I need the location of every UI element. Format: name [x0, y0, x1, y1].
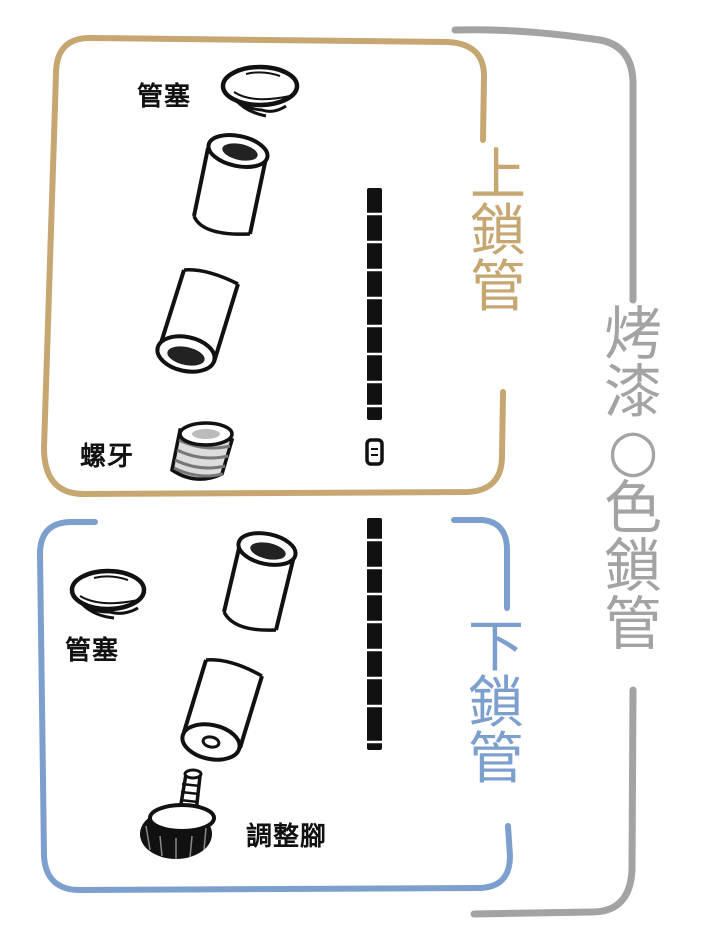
pole-icon — [367, 518, 382, 750]
pole-icon — [365, 188, 384, 466]
upper-title-char: 鎖 — [470, 199, 526, 264]
upper-title-char: 管 — [470, 255, 526, 320]
tube-icon — [192, 133, 270, 236]
upper-group-title: 上 鎖 管 — [470, 148, 526, 316]
upper-group-frame — [40, 34, 506, 498]
side-title: 烤 漆 ○ 色 鎖 管 — [604, 305, 662, 653]
side-title-char: 色 — [604, 474, 663, 542]
upper-title-char: 上 — [470, 143, 526, 208]
lower-group-frame — [36, 517, 514, 894]
tube-icon — [222, 531, 298, 632]
pipe-cap-icon — [69, 568, 147, 620]
lower-title-char: 鎖 — [468, 671, 524, 736]
lower-group-title: 下 鎖 管 — [468, 620, 524, 788]
side-title-char: 烤 — [604, 300, 663, 368]
side-title-char: 鎖 — [604, 532, 663, 600]
foot-label: 調整腳 — [246, 822, 328, 852]
outer-bracket — [451, 26, 637, 918]
side-title-char: 管 — [604, 590, 663, 658]
tube-icon — [155, 268, 240, 374]
adjustable-foot-icon — [140, 768, 216, 860]
side-title-char: ○ — [607, 416, 659, 484]
upper-cap-label: 管塞 — [137, 82, 192, 112]
tube-icon — [180, 658, 264, 762]
lower-title-char: 下 — [468, 615, 524, 680]
lower-cap-label: 管塞 — [65, 636, 120, 666]
lower-title-char: 管 — [468, 727, 524, 792]
thread-label: 螺牙 — [80, 442, 135, 472]
pipe-cap-icon — [220, 64, 300, 118]
side-title-char: 漆 — [604, 358, 663, 426]
threaded-insert-icon — [170, 421, 235, 481]
